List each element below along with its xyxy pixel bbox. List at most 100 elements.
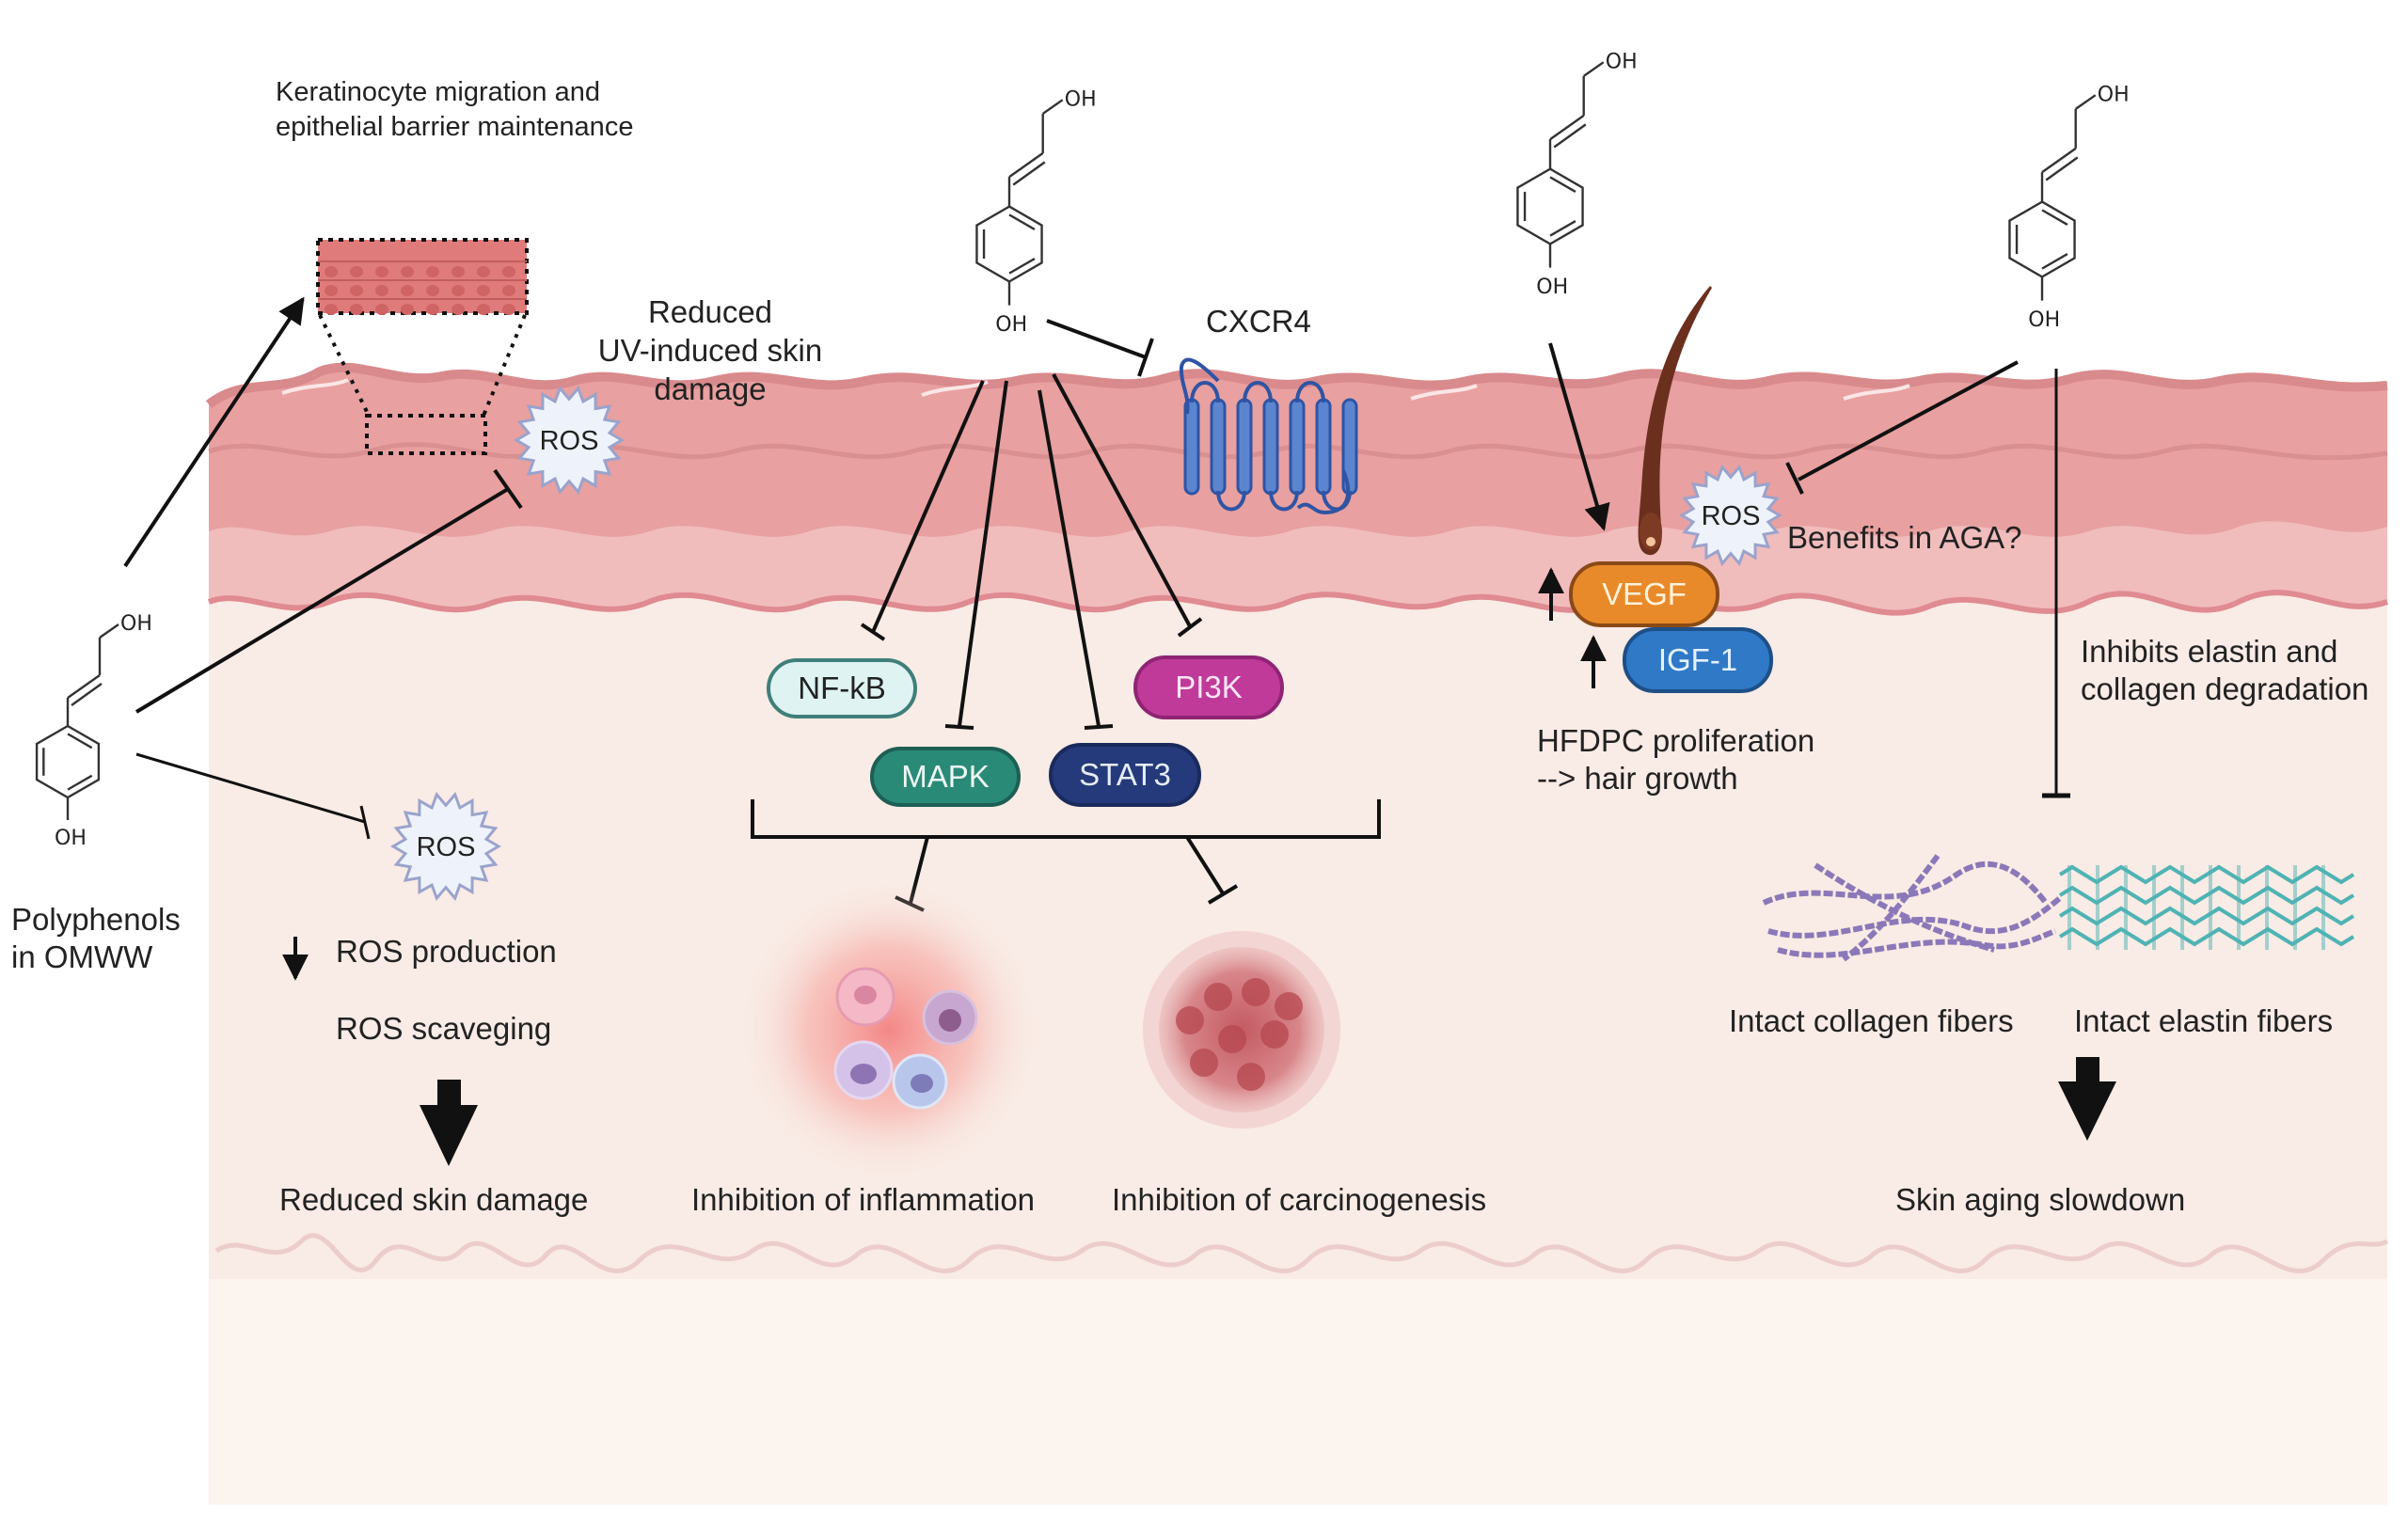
receptor-loop (1269, 490, 1299, 512)
benzene-ring (1516, 167, 1584, 245)
arrow-to-keratinocyte (123, 296, 305, 568)
keratinocyte-nucleus (350, 304, 363, 315)
ros-scavenging-label: ROS scaveging (336, 1011, 552, 1046)
aging-slowdown-label: Skin aging slowdown (1895, 1182, 2186, 1217)
tumor-cell-nucleus (1176, 1006, 1204, 1034)
hydroxyl-label: OH (2098, 84, 2130, 107)
keratinocyte-nucleus (401, 266, 414, 277)
tumor-cluster (1143, 931, 1340, 1129)
ros-text: ROS (1702, 501, 1761, 531)
collagen-fiber (1814, 862, 1995, 953)
hydroxyl-label: OH (995, 313, 1027, 337)
collagen-fiber (1762, 860, 2049, 906)
keratinocyte-nucleus (375, 285, 388, 296)
polyphenols-label-line1: Polyphenols (11, 902, 181, 937)
inhibit-ros-aga-line (1798, 360, 2019, 481)
pathway-nfkb: NF-kB (767, 658, 917, 718)
pathway-pi3k: PI3K (1133, 655, 1284, 719)
receptor-loop (1216, 490, 1246, 512)
transmembrane-helix (1315, 398, 1332, 496)
elastin-label: Intact elastin fibers (2074, 1003, 2334, 1038)
keratinocyte-nucleus (350, 266, 363, 277)
benzene-ring (2008, 200, 2076, 278)
vegf-badge: VEGF (1569, 561, 1719, 627)
uv-damage-label-line3: damage (654, 371, 767, 406)
hydroxyl-label: OH (55, 827, 87, 850)
ros-text: ROS (540, 426, 599, 456)
receptor-loop (1190, 381, 1220, 403)
keratinocyte-nucleus (426, 285, 439, 296)
big-down-arrow-aging (2058, 1057, 2116, 1141)
keratinocyte-nuclei (325, 266, 515, 315)
elastin-fiber (2058, 906, 2355, 926)
tumor-cell-nucleus (1218, 1025, 1246, 1053)
inhibit-mapk-line (958, 380, 1008, 727)
transmembrane-helix (1210, 398, 1227, 496)
stratum-corneum (205, 362, 2388, 409)
keratinocyte-nucleus (426, 266, 439, 277)
ros-star-aga: ROS (1679, 464, 1782, 567)
hydroxyl-label: OH (2028, 308, 2060, 332)
keratinocyte-nucleus (452, 285, 465, 296)
big-down-arrow-skin-damage (420, 1080, 478, 1166)
inhibit-pi3k-bar (1177, 617, 1203, 638)
keratinocyte-nucleus (426, 304, 439, 315)
pathway-bracket (751, 799, 1381, 839)
pathway-stat3: STAT3 (1049, 743, 1201, 807)
inhibits-degradation-line2: collagen degradation (2081, 671, 2369, 706)
collagen-fiber (1767, 895, 2062, 939)
inhibit-nfkb-line (871, 380, 985, 633)
keratinocyte-nucleus (375, 304, 388, 315)
dermal-papilla (1646, 537, 1656, 546)
hydroxyl-label: OH (1065, 88, 1097, 112)
keratinocyte-nucleus (401, 304, 414, 315)
ros-star-lower: ROS (390, 791, 501, 902)
inhibit-uv-damage-bar (493, 468, 523, 510)
inflammation-label: Inhibition of inflammation (691, 1182, 1036, 1217)
receptor-loop (1243, 381, 1273, 403)
epidermis-selection-box (365, 414, 487, 455)
polyphenols-label-line2: in OMWW (11, 939, 153, 974)
hair-shaft (1638, 286, 1712, 556)
immune-cells (833, 967, 978, 1110)
keratinocyte-nucleus (325, 304, 338, 315)
collagen-fibers (1762, 854, 2062, 962)
keratinocyte-nucleus (452, 266, 465, 277)
keratinocyte-nucleus (502, 266, 515, 277)
tumor-cell-nucleus (1260, 1020, 1289, 1049)
keratinocyte-nucleus (325, 285, 338, 296)
tumor-cell-nucleus (1275, 992, 1303, 1020)
transmembrane-helix (1262, 398, 1279, 496)
inhibit-nfkb-bar (860, 623, 886, 641)
keratinocyte-zoom-box (316, 238, 529, 315)
ros-production-label: ROS production (336, 934, 557, 969)
pathway-mapk: MAPK (870, 747, 1021, 807)
bottom-fade (209, 1279, 2387, 1505)
hydroxyl-label: OH (1606, 51, 1638, 74)
receptor-loop (1295, 381, 1325, 403)
dermis-border (207, 590, 2388, 616)
carcinogenesis-label: Inhibition of carcinogenesis (1112, 1182, 1487, 1217)
zoom-connector-right (482, 314, 527, 417)
collagen-fiber (1842, 854, 1941, 962)
keratinocyte-nucleus (350, 285, 363, 296)
keratinocyte-nucleus (452, 304, 465, 315)
inhibit-carcinogenesis-bar (1207, 884, 1239, 905)
keratinocyte-nucleus (375, 266, 388, 277)
transmembrane-helix (1289, 398, 1306, 496)
inhibit-cxcr4-bar (1137, 338, 1154, 377)
inhibit-mapk-bar (944, 724, 974, 730)
inflammation-glow (738, 879, 1039, 1180)
benzene-ring (975, 205, 1043, 283)
reduced-skin-damage-label: Reduced skin damage (279, 1182, 589, 1217)
polyphenol-molecule-right: OH OH (2008, 84, 2130, 332)
cxcr4-label: CXCR4 (1206, 304, 1311, 339)
hfdpc-label-line1: HFDPC proliferation (1537, 723, 1815, 758)
ros-burst (1679, 464, 1782, 567)
elastin-fiber (2058, 926, 2355, 947)
cxcr4-n-terminus (1179, 357, 1220, 415)
